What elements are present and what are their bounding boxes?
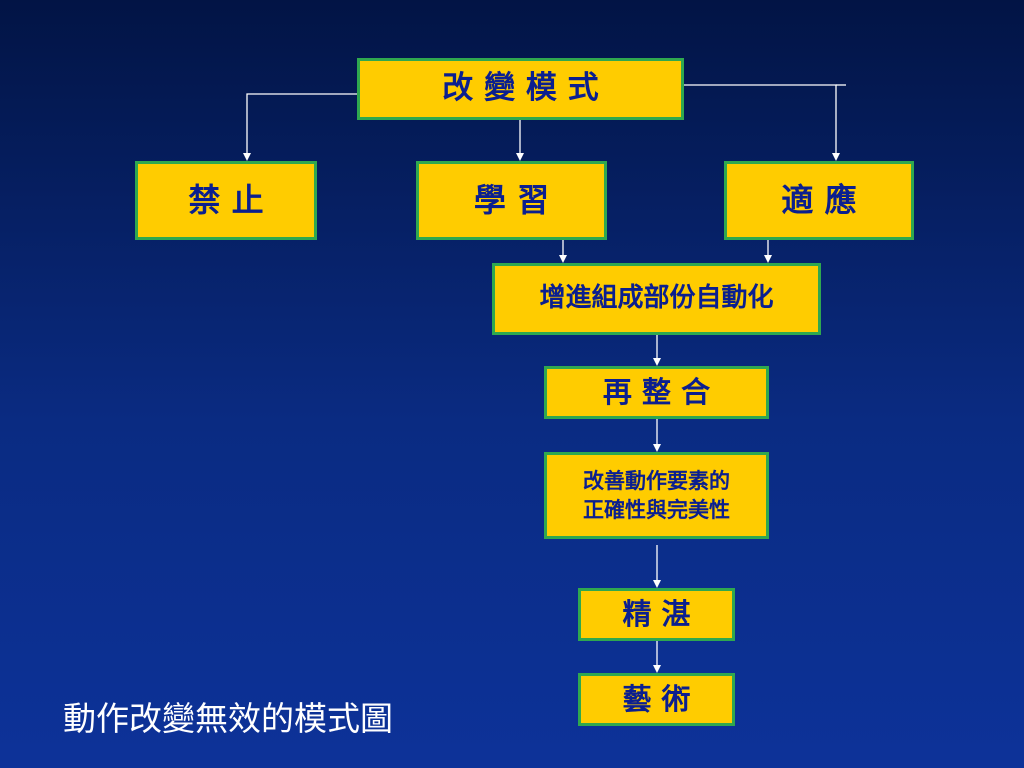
node-learning: 學 習	[416, 161, 607, 240]
connector-top-to-adapt	[684, 84, 840, 161]
node-change-pattern: 改 變 模 式	[357, 58, 684, 120]
node-art: 藝 術	[578, 673, 735, 726]
slide-caption: 動作改變無效的模式圖	[63, 699, 393, 738]
node-reintegration: 再 整 合	[544, 366, 769, 419]
node-improve-correctness: 改善動作要素的 正確性與完美性	[544, 452, 769, 539]
node-automation: 增進組成部份自動化	[492, 263, 821, 335]
node-adaptation: 適 應	[724, 161, 914, 240]
node-proficiency: 精 湛	[578, 588, 735, 641]
node-prohibition: 禁 止	[135, 161, 317, 240]
connector-top-to-ban	[243, 93, 357, 161]
